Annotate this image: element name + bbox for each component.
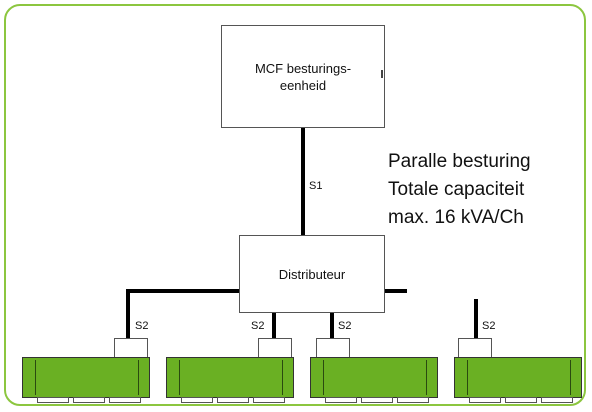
s2-label-1: S2 bbox=[135, 320, 149, 332]
s2-cable-left-horizontal bbox=[126, 289, 239, 293]
distributor-right-stub bbox=[385, 289, 407, 293]
s2-cable-middle bbox=[272, 313, 276, 341]
module-unit bbox=[310, 357, 438, 403]
diagram-frame bbox=[4, 4, 586, 406]
s1-cable bbox=[301, 128, 305, 235]
distributor-box: Distributeur bbox=[239, 235, 385, 313]
connector-box bbox=[258, 338, 292, 358]
s2-label-3: S2 bbox=[338, 320, 352, 332]
capacity-note: Paralle besturing Totale capaciteit max.… bbox=[388, 148, 531, 232]
mcf-label-line2: eenheid bbox=[279, 77, 327, 93]
s2-cable-far-right bbox=[474, 299, 478, 341]
connector-box bbox=[458, 338, 492, 358]
note-line-2: Totale capaciteit bbox=[388, 179, 525, 200]
distributor-label: Distributeur bbox=[278, 266, 346, 282]
note-line-3: max. 16 kVA/Ch bbox=[388, 207, 524, 228]
module-unit bbox=[166, 357, 294, 403]
module-unit bbox=[454, 357, 582, 403]
s2-cable-left-vertical bbox=[126, 289, 130, 341]
s2-label-4: S2 bbox=[482, 320, 496, 332]
note-line-1: Paralle besturing bbox=[388, 151, 531, 172]
mcf-control-unit: MCF besturings- eenheid bbox=[221, 25, 385, 128]
s2-label-2: S2 bbox=[251, 320, 265, 332]
mcf-edge-mark bbox=[381, 70, 383, 78]
s2-cable-right bbox=[330, 313, 334, 341]
connector-box bbox=[316, 338, 350, 358]
mcf-label-line1: MCF besturings- bbox=[254, 60, 352, 76]
module-unit bbox=[22, 357, 150, 403]
connector-box bbox=[114, 338, 148, 358]
s1-label: S1 bbox=[309, 180, 323, 192]
